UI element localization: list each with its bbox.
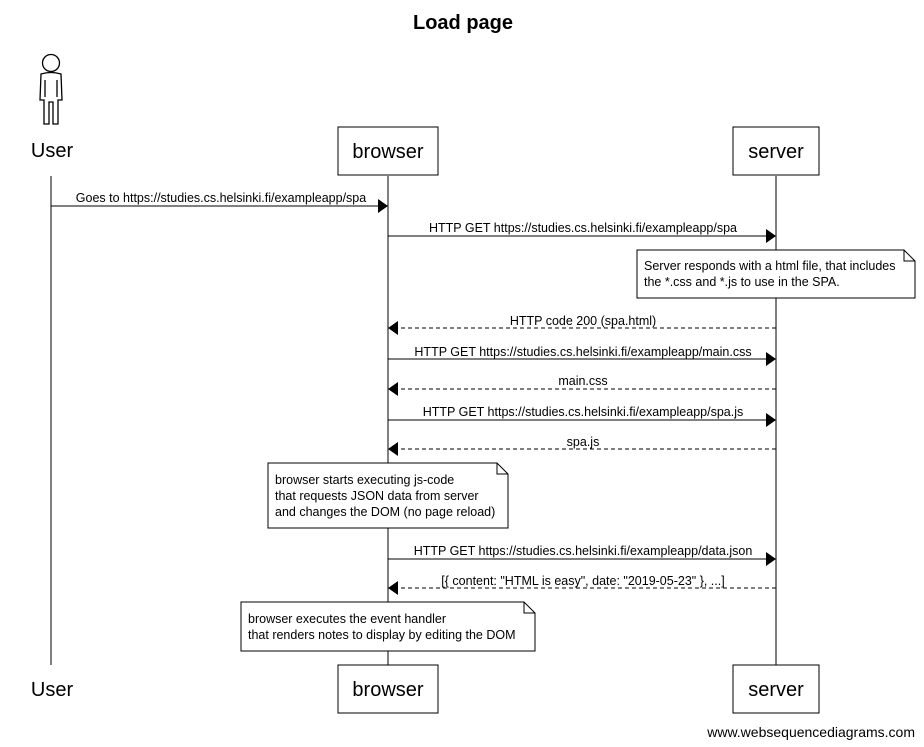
- user-figure-icon: [39, 53, 63, 125]
- actor-browser-label: browser: [352, 141, 423, 163]
- message-label: HTTP GET https://studies.cs.helsinki.fi/…: [414, 345, 751, 359]
- note-box: [636, 249, 916, 299]
- message-label: [{ content: "HTML is easy", date: "2019-…: [441, 574, 724, 588]
- arrowhead-icon: [766, 352, 776, 366]
- arrowhead-icon: [766, 413, 776, 427]
- actor-browser-box-bottom: [337, 664, 439, 714]
- note-corner: [523, 602, 535, 614]
- arrowhead-icon: [378, 199, 388, 213]
- arrowhead-icon: [388, 442, 398, 456]
- message-label: Goes to https://studies.cs.helsinki.fi/e…: [76, 191, 366, 205]
- arrowhead-icon: [388, 321, 398, 335]
- note-text-line: browser executes the event handler: [248, 612, 446, 626]
- message-label: HTTP GET https://studies.cs.helsinki.fi/…: [423, 405, 744, 419]
- arrowhead-icon: [766, 229, 776, 243]
- actor-user-label-bottom: User: [31, 679, 74, 701]
- note-corner: [903, 250, 915, 262]
- message-label: main.css: [558, 374, 607, 388]
- arrowhead-icon: [766, 552, 776, 566]
- message-label: HTTP GET https://studies.cs.helsinki.fi/…: [414, 544, 753, 558]
- message-label: spa.js: [567, 435, 600, 449]
- actor-browser-label-bottom: browser: [352, 679, 423, 701]
- watermark-text: www.websequencediagrams.com: [706, 724, 915, 740]
- message-label: HTTP code 200 (spa.html): [510, 314, 656, 328]
- note-box: [240, 601, 536, 652]
- note-text-line: and changes the DOM (no page reload): [275, 505, 495, 519]
- message-label: HTTP GET https://studies.cs.helsinki.fi/…: [429, 221, 737, 235]
- note-text-line: Server responds with a html file, that i…: [644, 259, 896, 273]
- actor-browser-box: [337, 126, 439, 176]
- note-text-line: the *.css and *.js to use in the SPA.: [644, 275, 840, 289]
- arrowhead-icon: [388, 581, 398, 595]
- note-text-line: browser starts executing js-code: [275, 473, 454, 487]
- note-corner: [496, 463, 508, 475]
- note-text-line: that requests JSON data from server: [275, 489, 479, 503]
- actor-server-label: server: [748, 141, 804, 163]
- actor-server-box: [732, 126, 820, 176]
- note-box: [267, 462, 509, 529]
- actor-server-box-bottom: [732, 664, 820, 714]
- diagram-title: Load page: [413, 12, 513, 34]
- actor-user-label: User: [31, 140, 74, 162]
- arrowhead-icon: [388, 382, 398, 396]
- actor-server-label-bottom: server: [748, 679, 804, 701]
- note-text-line: that renders notes to display by editing…: [248, 628, 516, 642]
